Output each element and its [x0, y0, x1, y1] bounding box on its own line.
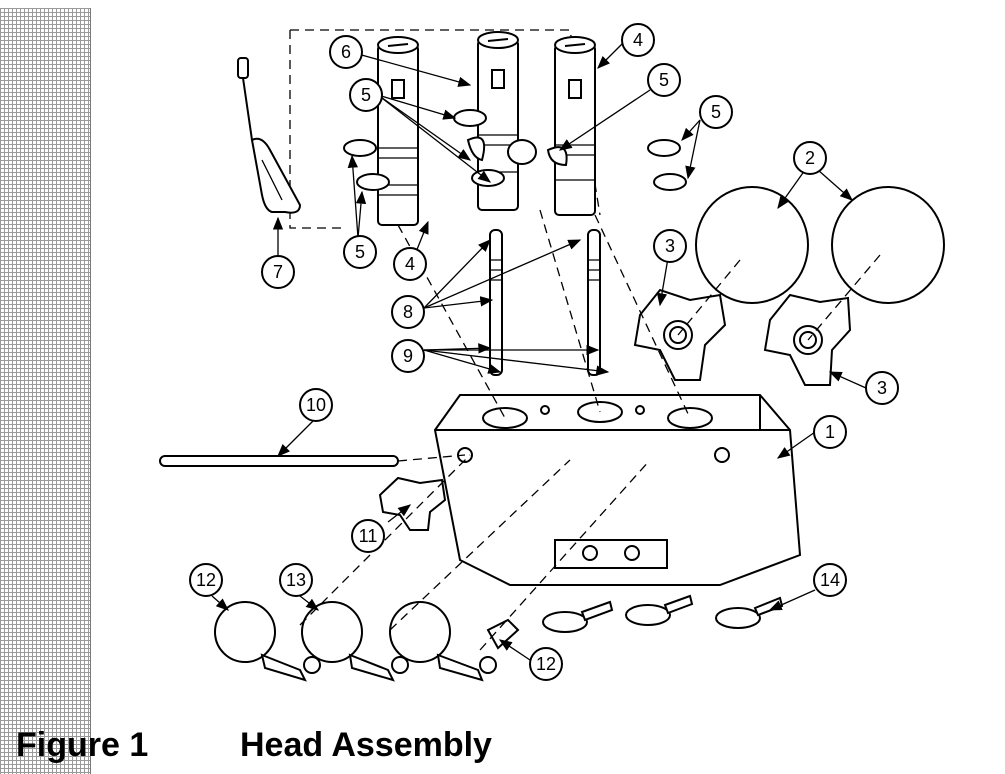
svg-text:4: 4 [405, 254, 415, 274]
callout-2: 2 [793, 141, 827, 175]
part-2-gaskets [695, 186, 945, 304]
leader-lines [211, 41, 867, 661]
svg-text:12: 12 [536, 654, 556, 674]
svg-text:2: 2 [805, 148, 815, 168]
svg-text:10: 10 [306, 395, 326, 415]
callout-4a: 4 [621, 23, 655, 57]
callout-7: 7 [261, 255, 295, 289]
part-12-13-handles [214, 601, 520, 682]
svg-text:8: 8 [403, 302, 413, 322]
callout-1: 1 [813, 415, 847, 449]
dashed-group-frame [289, 29, 601, 229]
part-11-star-knob [378, 476, 447, 531]
svg-text:9: 9 [403, 346, 413, 366]
part-4-valve-right [554, 36, 596, 216]
part-6-valve-middle [477, 31, 537, 211]
svg-text:5: 5 [711, 102, 721, 122]
svg-text:1: 1 [825, 422, 835, 442]
svg-text:3: 3 [877, 378, 887, 398]
svg-text:5: 5 [659, 70, 669, 90]
callout-14: 14 [813, 563, 847, 597]
part-14-levers [542, 594, 784, 633]
svg-text:5: 5 [355, 242, 365, 262]
callout-9: 9 [391, 339, 425, 373]
part-1-head-block [433, 394, 802, 586]
part-7-tool [237, 57, 302, 214]
svg-text:4: 4 [633, 30, 643, 50]
svg-text:6: 6 [341, 42, 351, 62]
callout-12b: 12 [529, 647, 563, 681]
part-10-pin [159, 455, 399, 467]
callout-13: 13 [279, 563, 313, 597]
callout-5b: 5 [647, 63, 681, 97]
callout-5a: 5 [349, 78, 383, 112]
grid-hatch-strip [0, 8, 91, 774]
figure-title: Head Assembly [240, 726, 492, 764]
assembly-center-lines [299, 209, 881, 651]
svg-text:12: 12 [196, 570, 216, 590]
callout-5c: 5 [699, 95, 733, 129]
callout-4b: 4 [393, 247, 427, 281]
svg-text:11: 11 [359, 526, 378, 546]
svg-text:3: 3 [665, 236, 675, 256]
callout-12a: 12 [189, 563, 223, 597]
callout-3b: 3 [865, 371, 899, 405]
svg-text:13: 13 [286, 570, 306, 590]
callout-5d: 5 [343, 235, 377, 269]
svg-text:5: 5 [361, 85, 371, 105]
callout-8: 8 [391, 295, 425, 329]
callout-11: 11 [351, 519, 385, 553]
svg-text:14: 14 [820, 570, 840, 590]
part-8-stems [489, 229, 601, 376]
callout-6: 6 [329, 35, 363, 69]
figure-number: Figure 1 [16, 726, 149, 764]
svg-text:7: 7 [273, 262, 283, 282]
part-5-o-rings [343, 109, 687, 191]
callout-3a: 3 [653, 229, 687, 263]
callout-10: 10 [299, 388, 333, 422]
